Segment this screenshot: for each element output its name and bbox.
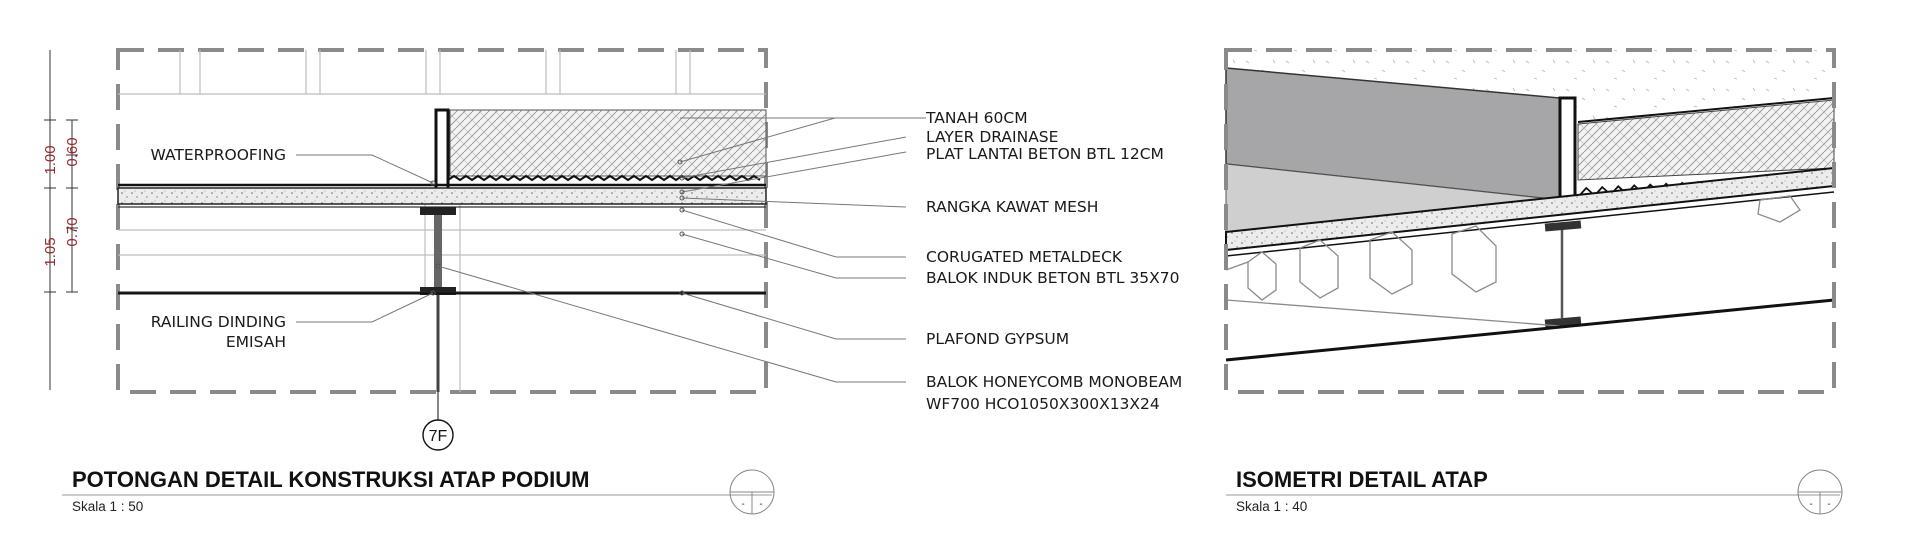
drainage-layer — [447, 174, 761, 182]
section-detail: 7F 1.00 0.60 0.70 1.05 WATERPROOFING RAI… — [42, 48, 1182, 515]
svg-text:-: - — [759, 499, 762, 510]
label-rangka-kawat: RANGKA KAWAT MESH — [926, 198, 1098, 216]
svg-text:-: - — [741, 499, 744, 510]
iso-title: ISOMETRI DETAIL ATAP — [1236, 467, 1488, 492]
iso-title-symbol: - - — [1797, 469, 1843, 515]
soil-layer — [449, 109, 767, 177]
label-railing-2: EMISAH — [226, 333, 286, 351]
section-title: POTONGAN DETAIL KONSTRUKSI ATAP PODIUM — [72, 467, 589, 492]
grid-marker-label: 7F — [429, 428, 448, 445]
section-title-symbol: - - — [729, 469, 775, 515]
label-plat-lantai: PLAT LANTAI BETON BTL 12CM — [926, 145, 1164, 163]
label-waterproofing: WATERPROOFING — [150, 146, 286, 164]
iso-beam-top — [1544, 220, 1582, 232]
label-balok-honeycomb: BALOK HONEYCOMB MONOBEAM — [926, 373, 1182, 391]
iso-ceiling — [1225, 298, 1835, 362]
isometric-detail: ISOMETRI DETAIL ATAP Skala 1 : 40 - - — [1224, 48, 1843, 515]
label-tanah: TANAH 60CM — [925, 109, 1028, 127]
honeycomb-beam — [420, 207, 456, 420]
section-frame — [116, 48, 768, 394]
label-wf700: WF700 HCO1050X300X13X24 — [926, 395, 1160, 413]
dimension-lines — [44, 50, 78, 390]
svg-text:-: - — [1827, 499, 1830, 510]
iso-frame — [1224, 48, 1836, 394]
label-layer-drainase: LAYER DRAINASE — [926, 128, 1058, 146]
right-callouts — [435, 117, 926, 383]
grid-marker — [422, 419, 454, 451]
label-plafond: PLAFOND GYPSUM — [926, 330, 1069, 348]
dimension-0-60: 0.60 — [64, 137, 81, 166]
label-balok-induk: BALOK INDUK BETON BTL 35X70 — [926, 269, 1180, 287]
concrete-slab — [117, 187, 767, 205]
iso-honeycomb-openings — [1225, 195, 1801, 327]
label-railing-1: RAILING DINDING — [151, 313, 286, 331]
dimension-1-00: 1.00 — [42, 145, 59, 174]
section-scale: Skala 1 : 50 — [72, 499, 143, 514]
dimension-1-05: 1.05 — [42, 237, 59, 266]
svg-text:-: - — [1809, 499, 1812, 510]
label-corugated: CORUGATED METALDECK — [926, 248, 1123, 266]
dimension-0-70: 0.70 — [64, 217, 81, 246]
iso-scale: Skala 1 : 40 — [1236, 499, 1307, 514]
parapet-wall — [434, 108, 450, 192]
